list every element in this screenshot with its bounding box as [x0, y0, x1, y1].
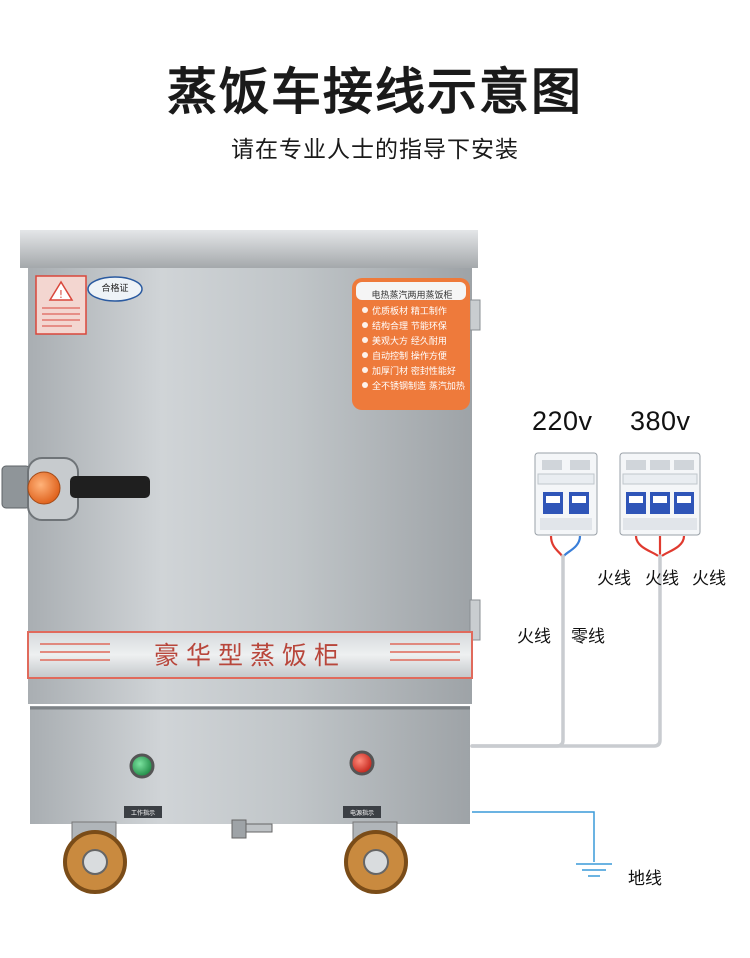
plate-line: 加厚门材 密封性能好: [372, 367, 456, 377]
wire-label-live-380-3: 火线: [692, 569, 726, 589]
work-indicator-label: 工作指示: [130, 810, 155, 817]
wire-label-neutral-220: 零线: [571, 627, 605, 647]
plate-line: 全不锈钢制造 蒸汽加热: [372, 382, 465, 392]
work-indicator-lamp: [129, 753, 155, 779]
svg-text:!: !: [59, 288, 63, 301]
breaker-220v: [534, 452, 598, 536]
certificate-oval: [87, 276, 143, 302]
caster-right: [344, 821, 408, 894]
wire-label-live-380-2: 火线: [645, 569, 679, 589]
info-plate: [352, 278, 470, 410]
drain-valve: [231, 819, 247, 839]
plate-line: 结构合理 节能环保: [372, 322, 447, 332]
page-subtitle: 请在专业人士的指导下安装: [231, 137, 519, 163]
hinge-top: [469, 299, 481, 331]
door-handle-assembly: [1, 457, 150, 521]
wires-220v: [549, 535, 582, 557]
power-indicator-lamp: [349, 750, 375, 776]
page-title: 蒸饭车接线示意图: [167, 63, 583, 121]
voltage-380-label: 380v: [630, 406, 691, 436]
certificate-label: 合格证: [101, 284, 129, 294]
plate-line: 优质板材 精工制作: [372, 307, 447, 317]
power-cables: [470, 554, 662, 748]
wire-label-live-380-1: 火线: [597, 569, 631, 589]
caster-left: [63, 821, 127, 894]
band-text: 豪华型蒸饭柜: [153, 641, 346, 670]
plate-line: 美观大方 经久耐用: [372, 337, 447, 347]
ground-wire: [472, 811, 595, 862]
wire-label-live-220: 火线: [517, 627, 551, 647]
plate-line: 自动控制 操作方便: [372, 352, 447, 362]
cabinet-base: [30, 706, 470, 824]
ground-symbol: [576, 863, 612, 877]
decor-band: [27, 631, 473, 679]
plate-title: 电热蒸汽两用蒸饭柜: [371, 291, 453, 301]
wires-380v: [634, 535, 686, 557]
breaker-380v: [619, 452, 701, 536]
power-indicator-label: 电源指示: [349, 810, 374, 817]
voltage-220-label: 220v: [532, 406, 593, 436]
hinge-bottom: [469, 599, 481, 641]
ground-label: 地线: [628, 869, 662, 889]
cabinet-top: [20, 230, 478, 268]
